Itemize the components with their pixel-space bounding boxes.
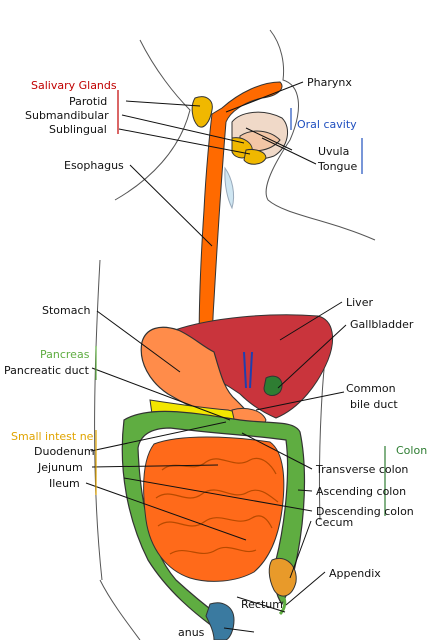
label-duodenum: Duodenum [34, 445, 95, 458]
small-intestine-shape [143, 436, 285, 582]
label-uvula: Uvula [318, 145, 349, 158]
colon-shape [121, 410, 306, 627]
label-appendix: Appendix [329, 567, 381, 580]
label-stomach: Stomach [42, 304, 91, 317]
label-ileum: Ileum [49, 477, 80, 490]
label-ascending-colon: Ascending colon [316, 485, 406, 498]
group-small-intestine: Small intest ne [11, 430, 94, 443]
group-brackets [95, 90, 386, 516]
cecum-shape [268, 558, 297, 597]
label-tongue: Tongue [317, 160, 358, 173]
group-oral-cavity: Oral cavity [297, 118, 357, 131]
rectum-shape [205, 602, 235, 640]
stomach-shape [140, 326, 255, 427]
esophagus-shape [198, 81, 283, 361]
sublingual-gland [243, 149, 267, 165]
label-sublingual: Sublingual [49, 123, 107, 136]
label-submandibular: Submandibular [25, 109, 109, 122]
label-pharynx: Pharynx [307, 76, 352, 89]
label-pancreatic-duct: Pancreatic duct [4, 364, 90, 377]
label-common: Common [346, 382, 396, 395]
label-jejunum: Jejunum [37, 461, 83, 474]
oral-cavity-shapes [191, 96, 289, 210]
liver-vessel [243, 351, 253, 389]
group-salivary-glands: Salivary Glands [31, 79, 117, 92]
group-pancreas: Pancreas [40, 348, 90, 361]
label-cecum: Cecum [315, 516, 353, 529]
gallbladder-shape [263, 375, 283, 396]
label-liver: Liver [346, 296, 373, 309]
group-colon: Colon [396, 444, 427, 457]
appendix-shape [278, 597, 287, 616]
label-bile-duct: bile duct [350, 398, 398, 411]
label-descending-colon: Descending colon [316, 505, 414, 518]
label-gallbladder: Gallbladder [350, 318, 414, 331]
parotid-gland [191, 96, 213, 128]
label-parotid: Parotid [69, 95, 107, 108]
label-rectum: Rectum [241, 598, 283, 611]
labels: Salivary Glands Pharynx Parotid Submandi… [4, 76, 427, 639]
label-esophagus: Esophagus [64, 159, 124, 172]
label-anus: anus [178, 626, 205, 639]
leader-lines [85, 81, 347, 633]
label-transverse-colon: Transverse colon [315, 463, 408, 476]
